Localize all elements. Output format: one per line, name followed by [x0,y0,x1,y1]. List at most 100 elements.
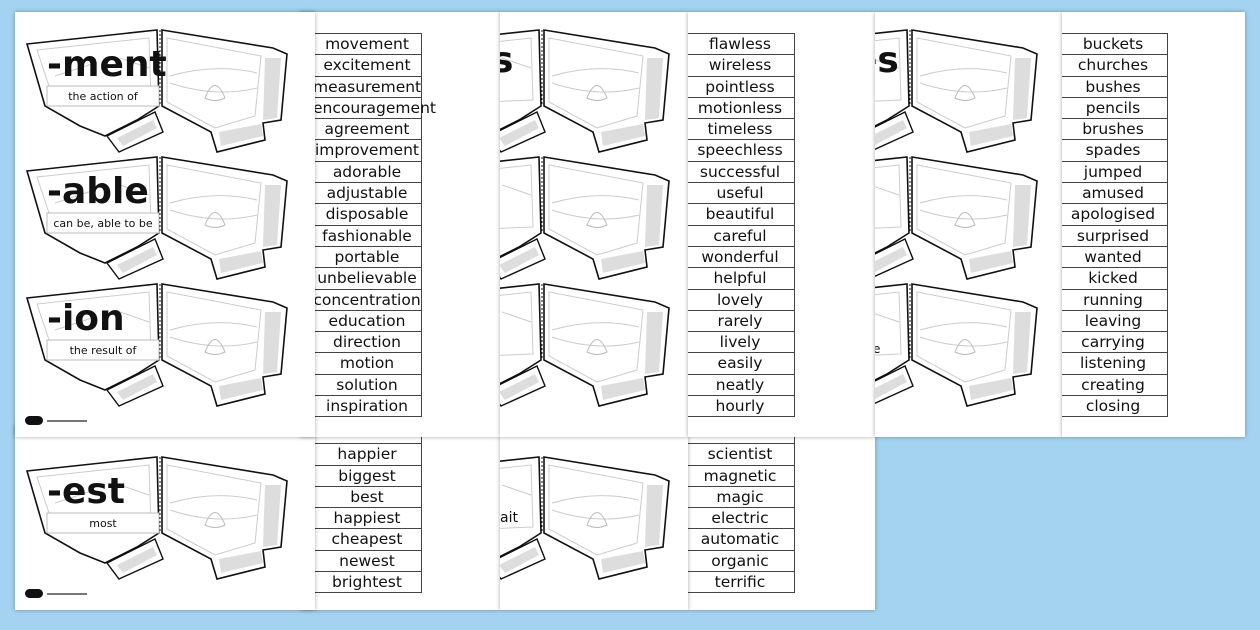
word-list-item: magic [688,487,794,509]
word-list-item: carrying [1062,332,1167,354]
card-page-top-middle: s [500,12,688,437]
word-list-item: organic [688,551,794,573]
word-list-item: churches [1062,55,1167,77]
word-list-item: terrific [688,572,794,594]
word-list-item: rarely [688,311,794,333]
word-list-item: adorable [313,162,421,184]
card-page-bottom-left: -est most [15,425,315,610]
word-list-item: biggest [313,466,421,487]
word-list-item: automatic [688,529,794,551]
word-list-item: best [313,487,421,509]
suffix-card [500,28,682,153]
twinkl-logo [25,416,87,425]
word-list-item: newest [313,551,421,573]
suffix-card-ion: -ion the result of [25,282,300,407]
word-list-item: wonderful [688,247,794,269]
word-list-item: useful [688,183,794,205]
meaning-label: most [89,517,117,530]
card-page-top-right: es e [875,12,1062,437]
word-list-item: spades [1062,140,1167,162]
word-list-item: running [1062,290,1167,311]
word-list-item: kicked [1062,268,1167,290]
suffix-label: -est [47,471,125,512]
word-list-item: successful [688,162,794,184]
word-list-item: listening [1062,353,1167,375]
word-list-item: cheapest [313,529,421,551]
word-list-item: timeless [688,119,794,141]
meaning-box [46,512,160,534]
word-list-item: careful [688,226,794,247]
word-list-item: encouragement [313,98,436,120]
suffix-card [500,455,682,580]
word-list-item: beautiful [688,204,794,226]
word-list-item: movement [313,34,421,56]
word-list-item: apologised [1062,204,1167,226]
word-list-item: unbelievable [313,268,421,290]
word-list-item: lively [688,332,794,354]
suffix-fragment: ait [500,510,518,526]
word-list-item: brightest [313,572,421,594]
word-list-item: closing [1062,396,1167,418]
word-list-item: pointless [688,77,794,98]
word-list-item: neatly [688,375,794,397]
card-page-bottom-middle: ait [500,425,688,610]
word-list-item: leaving [1062,311,1167,333]
word-list-item: jumped [1062,162,1167,184]
word-list-item: flawless [688,34,794,56]
meaning-label: the action of [68,90,139,103]
word-list-item: easily [688,353,794,375]
word-list-item: bushes [1062,77,1167,98]
twinkl-logo [25,589,87,598]
word-list-item: surprised [1062,226,1167,247]
word-list-item: measurement [313,77,421,98]
suffix-card-est: -est most [25,455,300,580]
meaning-label: the result of [70,344,138,357]
suffix-label: -ment [47,44,167,85]
word-list-item: wanted [1062,247,1167,269]
word-list-item: wireless [688,55,794,77]
suffix-card [500,155,682,280]
word-list-item: solution [313,375,421,397]
word-list-item: magnetic [688,466,794,487]
word-list-item: motion [313,353,421,375]
meaning-box [46,339,160,361]
suffix-card [875,28,1050,153]
word-list-item: fashionable [313,226,421,247]
suffix-card-able: -able can be, able to be [25,155,300,280]
word-list-item: agreement [313,119,421,141]
word-list-item: motionless [688,98,794,120]
suffix-card [500,282,682,407]
word-list-item: brushes [1062,119,1167,141]
suffix-card [875,282,1050,407]
word-list-item: portable [313,247,421,269]
suffix-fragment: es [875,40,899,81]
word-list-item: pencils [1062,98,1167,120]
word-list-item: helpful [688,268,794,290]
card-page-top-left: -ment the action of -able can be, able t… [15,12,315,437]
word-list-item: amused [1062,183,1167,205]
suffix-fragment: e [875,342,881,356]
word-list-item: scientist [688,444,794,466]
word-list-item: happiest [313,508,421,530]
suffix-label: -ion [47,298,125,339]
word-list-item: improvement [313,140,421,162]
word-list-item: concentration [313,290,421,311]
meaning-box [46,85,160,107]
suffix-label: -able [47,171,149,212]
word-list-item: hourly [688,396,794,418]
word-list-item: speechless [688,140,794,162]
word-list-item: creating [1062,375,1167,397]
word-list-item: disposable [313,204,421,226]
meaning-box [46,212,160,234]
suffix-card [875,155,1050,280]
word-list-item: inspiration [313,396,421,418]
